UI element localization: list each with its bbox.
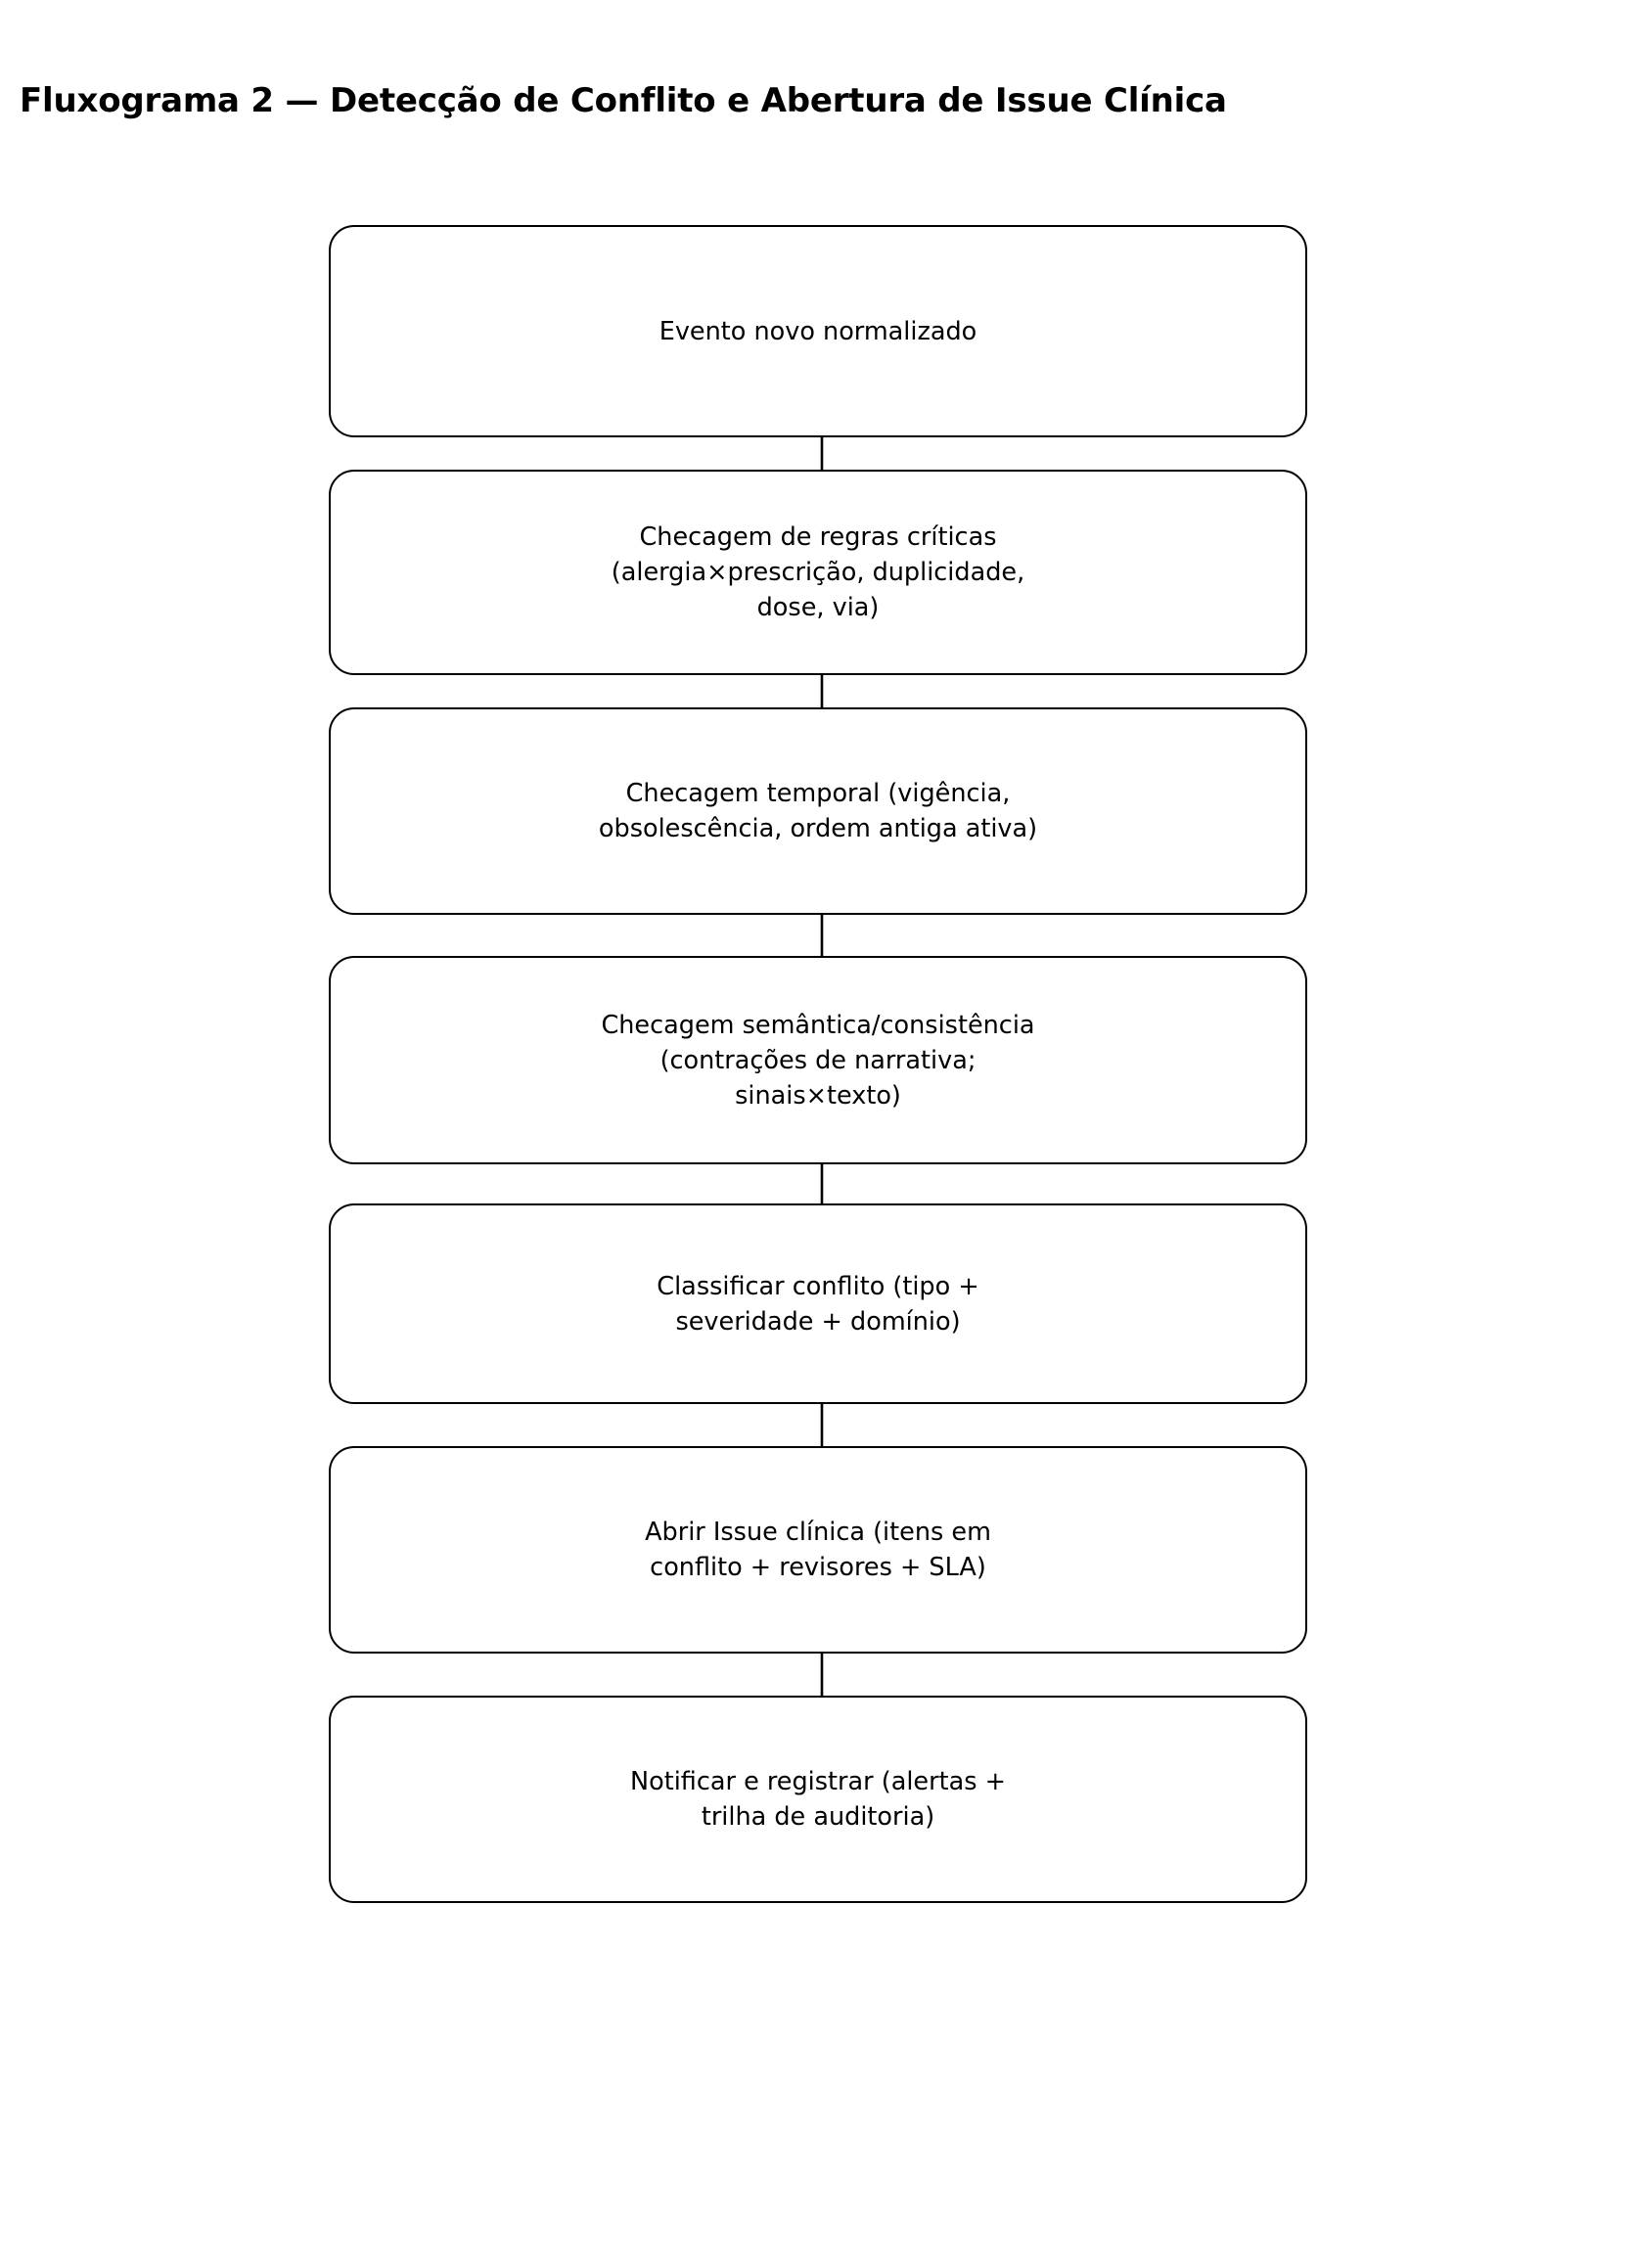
flow-node-label: Checagem de regras críticas (alergia×pre… bbox=[611, 522, 1025, 622]
flow-node-notificar-e-registrar[interactable]: Notificar e registrar (alertas + trilha … bbox=[329, 1696, 1307, 1903]
flow-node-label: Checagem semântica/consistência (contraç… bbox=[601, 1010, 1035, 1111]
flow-node-checagem-temporal[interactable]: Checagem temporal (vigência, obsolescênc… bbox=[329, 707, 1307, 915]
flow-node-abrir-issue-clinica[interactable]: Abrir Issue clínica (itens em conflito +… bbox=[329, 1446, 1307, 1654]
flow-node-evento-novo-normalizado[interactable]: Evento novo normalizado bbox=[329, 225, 1307, 437]
flow-node-label: Evento novo normalizado bbox=[659, 316, 977, 346]
page-title: Fluxograma 2 — Detecção de Conflito e Ab… bbox=[20, 81, 1227, 120]
flow-node-label: Classificar conflito (tipo + severidade … bbox=[657, 1271, 979, 1337]
flow-node-label: Notificar e registrar (alertas + trilha … bbox=[630, 1767, 1006, 1832]
flow-node-checagem-regras-criticas[interactable]: Checagem de regras críticas (alergia×pre… bbox=[329, 470, 1307, 675]
flow-node-classificar-conflito[interactable]: Classificar conflito (tipo + severidade … bbox=[329, 1203, 1307, 1404]
flow-node-checagem-semantica-consistencia[interactable]: Checagem semântica/consistência (contraç… bbox=[329, 956, 1307, 1164]
flow-node-label: Checagem temporal (vigência, obsolescênc… bbox=[598, 779, 1038, 843]
flow-node-label: Abrir Issue clínica (itens em conflito +… bbox=[645, 1518, 991, 1582]
